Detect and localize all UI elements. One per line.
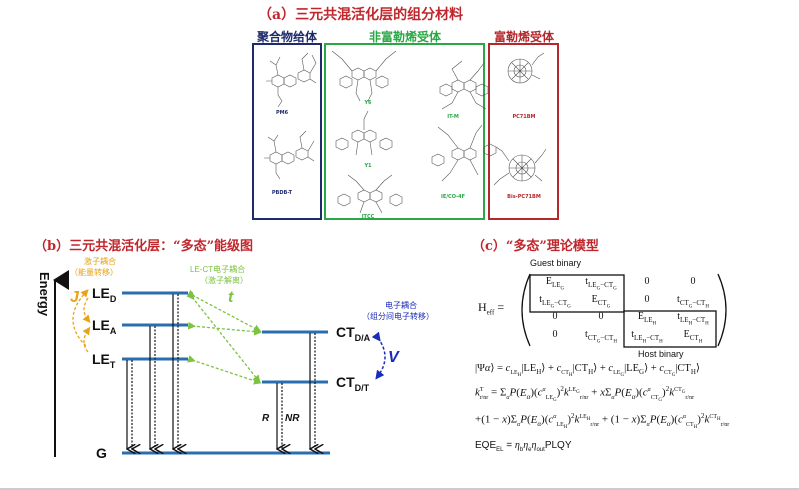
y6-label: Y6 <box>364 100 372 106</box>
lect-coupling-label-2: （激子解离） <box>200 275 248 285</box>
matrix-cell-3-1: tCTG−CTH <box>585 328 617 344</box>
y1-label: Y1 <box>364 163 372 169</box>
donor-box <box>252 43 322 220</box>
nfa-group-header: 非富勒烯受体 <box>368 30 441 44</box>
bis-pc71bm-structure <box>493 146 547 186</box>
matrix-cell-2-3: tLEH−CTH <box>677 311 709 327</box>
t-symbol: t <box>228 289 234 306</box>
fullerene-box <box>488 43 559 220</box>
matrix-cell-0-3: 0 <box>690 276 696 287</box>
donor-group-header: 聚合物给体 <box>256 30 317 44</box>
itcc-structure <box>337 174 403 214</box>
left-paren <box>521 273 531 347</box>
t-arrow-led-ctdt <box>186 291 261 384</box>
energy-level-diagram: Energy LED LEA LET CTD/A CTD/T G R NR J … <box>37 256 434 461</box>
heff-label: Heff = <box>478 300 504 316</box>
fullerene-group-header: 富勒烯受体 <box>493 30 554 44</box>
pc71bm-structure <box>507 52 545 84</box>
matrix-cell-2-2: ELEH <box>637 311 657 327</box>
host-binary-label: Host binary <box>638 349 684 359</box>
heff-subscript: eff <box>486 308 495 317</box>
matrix-cell-0-1: tLEG−CTG <box>585 276 617 292</box>
matrix-cell-1-0: tLEG−CTG <box>539 293 571 309</box>
j-coupling-arrow-d-a <box>82 297 91 324</box>
rate-equation-line-2: +(1 − x)ΣαP(Eα)(cαLEH)2kLEHr/nr + (1 − x… <box>475 412 730 431</box>
y6-structure <box>331 50 397 102</box>
le-t-label: LET <box>92 351 116 370</box>
ieico-4f-structure <box>431 124 497 182</box>
ground-label: G <box>96 445 107 461</box>
radiative-label: R <box>262 413 270 424</box>
wavefunction-equation: |Ψα⟩ = cLEH|LEH⟩ + cCTH|CTH⟩ + cLEG|LEG⟩… <box>475 363 701 379</box>
pbdb-t-label: PBDB-T <box>271 190 293 196</box>
nfa-box <box>324 43 485 220</box>
pbdb-t-structure <box>264 130 315 180</box>
matrix-graphics <box>521 273 727 348</box>
le-d-label: LED <box>92 285 117 304</box>
matrix-cell-1-3: tCTG−CTH <box>677 293 709 309</box>
panel-a-title: （a）三元共混活化层的组分材料 <box>258 7 464 23</box>
ct-da-label: CTD/A <box>336 324 371 343</box>
ct-dt-label: CTD/T <box>336 374 370 393</box>
pm6-structure <box>266 52 317 108</box>
le-a-label: LEA <box>92 317 117 336</box>
j-coupling-arrow-outer <box>72 289 89 347</box>
exciton-coupling-label-1: 激子耦合 <box>84 256 116 266</box>
bottom-border <box>0 488 799 490</box>
matrix-cell-1-1: ECTG <box>591 293 611 309</box>
matrix-cell-2-1: 0 <box>598 311 604 322</box>
molecule-structures <box>264 50 547 214</box>
panel-c-title: （c）“多态”理论模型 <box>472 239 599 254</box>
equals-sign: = <box>497 300 505 314</box>
eqe-equation: EQEEL = ηbηeηoutPLQY <box>475 440 572 453</box>
right-paren <box>717 273 727 347</box>
pc71bm-label: PC71BM <box>512 114 536 120</box>
y1-structure <box>335 110 393 156</box>
matrix-cell-3-0: 0 <box>552 328 558 340</box>
panel-b-title: （b）三元共混活化层：“多态”能级图 <box>34 239 254 254</box>
guest-binary-label: Guest binary <box>530 258 582 268</box>
v-symbol: V <box>388 349 400 366</box>
rate-equation-line-1: kTr/nr = ΣαP(Eα)(cαLEG)2kLEGr/nr + xΣαP(… <box>475 385 695 404</box>
bis-pc71bm-label: Bis-PC71BM <box>507 194 541 200</box>
t-arrow-let-ctdt <box>187 355 262 385</box>
energy-axis-label: Energy <box>37 272 52 317</box>
it-m-structure <box>439 60 489 110</box>
ieico-4f-label: IE/CO-4F <box>440 194 466 200</box>
matrix-cell-3-3: ECTH <box>683 328 703 344</box>
matrix-cell-1-2: 0 <box>644 293 650 305</box>
lect-coupling-label-1: LE-CT电子耦合 <box>190 264 245 274</box>
nonradiative-label: NR <box>285 413 300 424</box>
host-block-box <box>623 310 717 348</box>
j-symbol: J <box>70 289 80 306</box>
j-coupling-arrow-t-a <box>82 326 91 353</box>
matrix-cell-0-0: ELEG <box>545 276 565 292</box>
matrix-cell-0-2: 0 <box>644 276 650 287</box>
matrix-cell-3-2: tLEH−CTH <box>631 328 663 344</box>
t-arrow-lea-ctda <box>187 321 262 336</box>
pm6-label: PM6 <box>275 110 289 116</box>
t-arrow-led-ctda <box>186 289 262 332</box>
electron-coupling-label-2: （组分间电子转移） <box>362 311 434 321</box>
guest-block-box <box>529 274 625 313</box>
exciton-coupling-label-2: （能量转移） <box>70 267 118 277</box>
v-coupling-arrow <box>371 331 386 380</box>
electron-coupling-label-1: 电子耦合 <box>385 300 417 310</box>
matrix-cell-2-0: 0 <box>552 311 558 322</box>
it-m-label: IT-M <box>447 114 459 120</box>
heff-symbol: H <box>478 300 487 314</box>
itcc-label: ITCC <box>361 214 375 220</box>
